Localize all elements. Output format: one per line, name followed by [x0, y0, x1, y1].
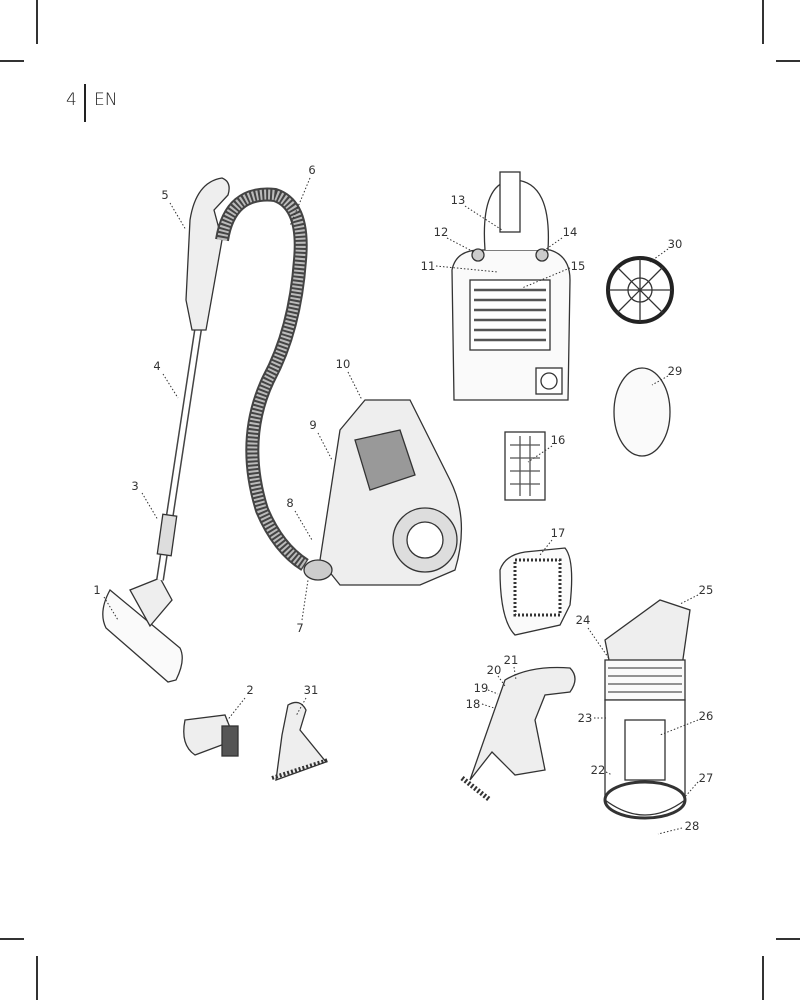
hepa-filter-disc	[606, 256, 674, 324]
callout-6: 6	[308, 163, 316, 177]
handheld-unit	[460, 666, 576, 802]
callout-17: 17	[550, 526, 566, 540]
callout-14: 14	[562, 225, 578, 239]
motor-filter	[504, 431, 546, 501]
callout-22: 22	[590, 763, 606, 777]
callout-12: 12	[433, 225, 449, 239]
callout-3: 3	[131, 479, 139, 493]
callout-27: 27	[698, 771, 714, 785]
callout-31: 31	[303, 683, 319, 697]
language-code: EN	[94, 90, 118, 110]
callout-26: 26	[698, 709, 714, 723]
callout-5: 5	[161, 188, 169, 202]
callout-28: 28	[684, 819, 700, 833]
rear-panel	[451, 171, 571, 401]
callout-11: 11	[420, 259, 436, 273]
crop-mark	[762, 0, 764, 44]
header-divider	[84, 84, 86, 122]
vacuum-body	[303, 399, 463, 586]
callout-30: 30	[667, 237, 683, 251]
callout-16: 16	[550, 433, 566, 447]
callout-20: 20	[486, 663, 502, 677]
callout-25: 25	[698, 583, 714, 597]
telescopic-tube	[156, 329, 202, 581]
callout-15: 15	[570, 259, 586, 273]
crop-mark	[36, 0, 38, 44]
crop-mark	[0, 938, 24, 940]
callout-10: 10	[335, 357, 351, 371]
crop-mark	[776, 60, 800, 62]
dusting-brush	[183, 714, 239, 757]
crop-mark	[0, 60, 24, 62]
callout-18: 18	[465, 697, 481, 711]
leader-lines	[103, 177, 699, 835]
page-number: 4	[66, 90, 77, 110]
exhaust-grille	[499, 547, 573, 636]
callout-13: 13	[450, 193, 466, 207]
callout-7: 7	[296, 621, 304, 635]
floor-nozzle	[102, 577, 183, 683]
foam-filter	[613, 367, 671, 457]
callout-1: 1	[93, 583, 101, 597]
handle	[185, 177, 230, 331]
crop-mark	[762, 956, 764, 1000]
upholstery-nozzle	[271, 701, 329, 781]
callout-4: 4	[153, 359, 161, 373]
callout-29: 29	[667, 364, 683, 378]
crop-mark	[776, 938, 800, 940]
callout-24: 24	[575, 613, 591, 627]
callout-23: 23	[577, 711, 593, 725]
callout-21: 21	[503, 653, 519, 667]
dust-container	[603, 599, 691, 820]
crop-mark	[36, 956, 38, 1000]
callout-8: 8	[286, 496, 294, 510]
callout-9: 9	[309, 418, 317, 432]
callout-2: 2	[246, 683, 254, 697]
callout-19: 19	[473, 681, 489, 695]
